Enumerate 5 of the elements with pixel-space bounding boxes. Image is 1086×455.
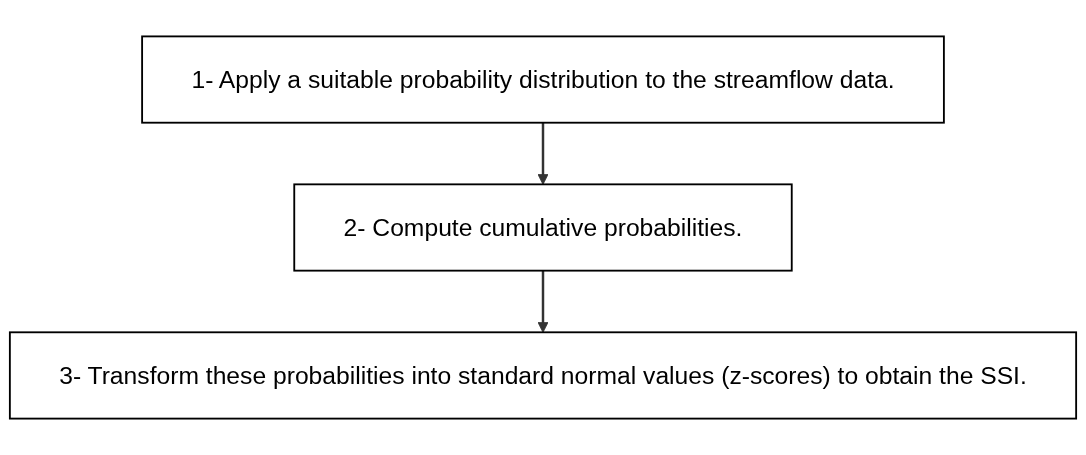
arrow — [537, 122, 549, 185]
node-box: 1- Apply a suitable probability distribution to the streamflow data. — [141, 35, 945, 124]
node-box: 3- Transform these probabilities into standard normal values (z-scores) to obtain the SSI. — [8, 331, 1078, 420]
node-box: 2- Compute cumulative probabilities. — [293, 183, 793, 272]
arrow — [537, 270, 549, 333]
